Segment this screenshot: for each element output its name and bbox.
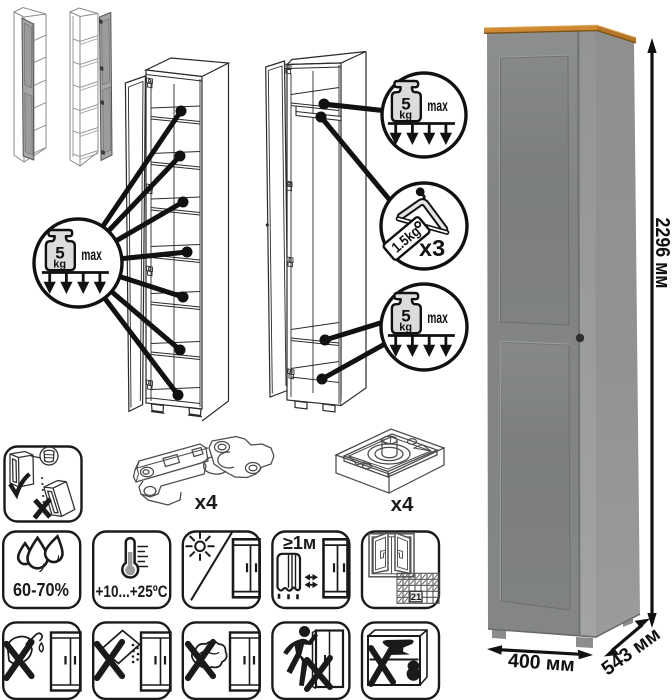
svg-text:x4: x4 xyxy=(195,491,218,514)
svg-text:≥1м: ≥1м xyxy=(283,533,316,553)
svg-text:2296 мм: 2296 мм xyxy=(651,218,672,289)
svg-text:x4: x4 xyxy=(391,493,414,516)
svg-text:x3: x3 xyxy=(419,235,445,261)
svg-text:400 мм: 400 мм xyxy=(507,650,575,677)
svg-text:21: 21 xyxy=(411,592,422,603)
svg-text:+10...+25ºC: +10...+25ºC xyxy=(96,583,168,601)
svg-text:60-70%: 60-70% xyxy=(13,580,69,600)
